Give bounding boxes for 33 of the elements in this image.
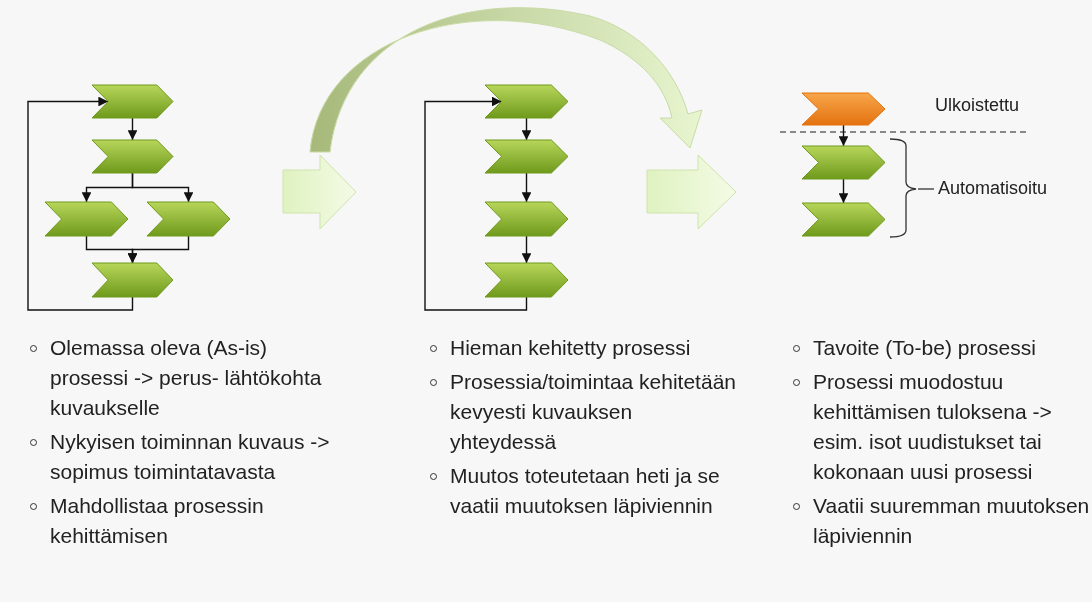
arrow [838, 124, 849, 147]
chevron-shape [147, 202, 230, 236]
chevron-shape [802, 203, 885, 236]
chevron-shape [802, 146, 885, 179]
bullet-text: Muutos toteutetaan heti ja se vaatii muutoksen läpiviennin [450, 464, 720, 517]
chevron-shape [802, 93, 885, 125]
arrow [521, 172, 532, 203]
chevron-shape [45, 202, 128, 236]
arrow [127, 117, 138, 141]
arrow [27, 96, 134, 311]
arrow [521, 117, 532, 141]
bullet-text: Prosessi muodostuu kehittämisen tuloksena -> esim. isot uudistukset tai kokonaan uusi prosessi [813, 370, 1052, 483]
chevron-shape [485, 202, 568, 236]
arrow [838, 178, 849, 204]
chevron-shape [92, 85, 173, 118]
bullet-text: Olemassa oleva (As-is) prosessi -> perus- lähtökohta kuvaukselle [50, 336, 322, 419]
chevron-shape [92, 140, 173, 173]
chevron-shape [485, 140, 568, 173]
arrow [127, 235, 190, 264]
arrow [131, 172, 194, 203]
chevron-shape [485, 263, 568, 297]
chevron-shape [92, 263, 173, 297]
bullet-text: Nykyisen toiminnan kuvaus -> sopimus toimintatavasta [50, 430, 330, 483]
bullet-text: Tavoite (To-be) prosessi [813, 336, 1036, 359]
bullet-text: Prosessia/toimintaa kehitetään kevyesti kuvauksen yhteydessä [450, 370, 736, 453]
bullet-text: Mahdollistaa prosessin kehittämisen [50, 494, 264, 547]
side-label: Automatisoitu [938, 178, 1048, 199]
bullet-text: Vaatii suuremman muutoksen läpiviennin [813, 494, 1090, 547]
arrow [424, 96, 528, 311]
side-label: Ulkoistettu [935, 95, 1020, 116]
chevron-shape [485, 85, 568, 118]
bullet-text: Hieman kehitetty prosessi [450, 336, 691, 359]
arrow [521, 235, 532, 264]
